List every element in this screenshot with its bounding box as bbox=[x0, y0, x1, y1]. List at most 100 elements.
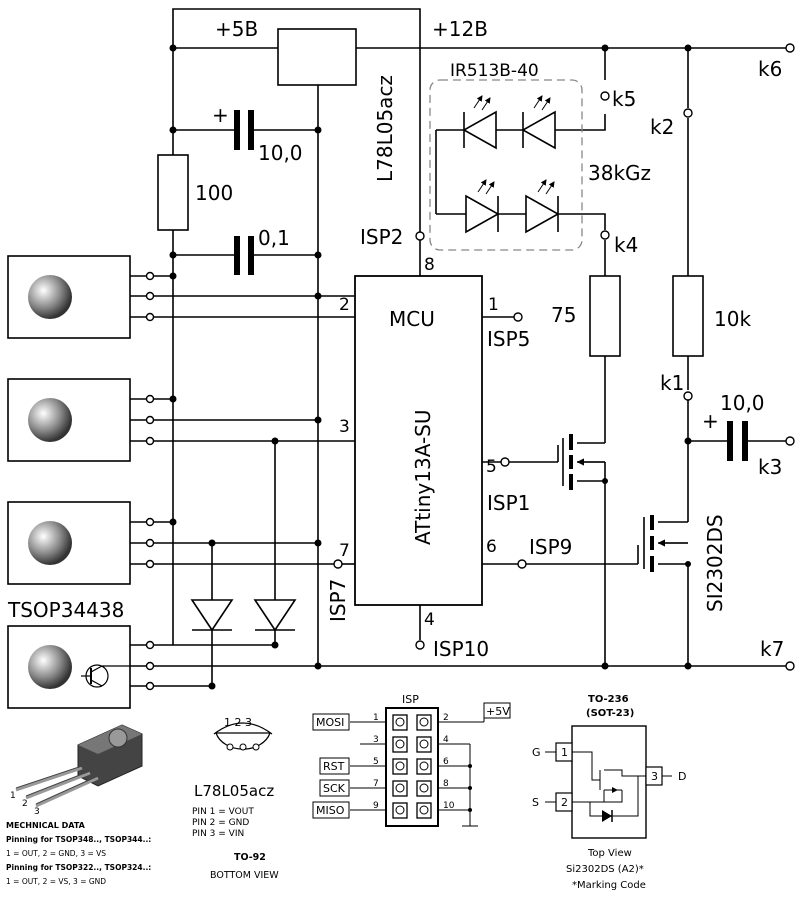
label-mcu: MCU bbox=[389, 307, 435, 331]
label-k7: k7 bbox=[760, 637, 784, 661]
isp-right-10: 10 bbox=[443, 801, 455, 811]
label-r3: 10k bbox=[714, 307, 751, 331]
mosfet-gates bbox=[562, 438, 645, 569]
isp-right-6: 6 bbox=[443, 757, 449, 767]
sot23-s: S bbox=[532, 796, 539, 809]
diodes bbox=[190, 599, 297, 632]
isp-rst: RST bbox=[323, 760, 345, 773]
mech-title: MECHNICAL DATA bbox=[6, 821, 86, 830]
label-k3: k3 bbox=[758, 455, 782, 479]
label-c3: 10,0 bbox=[720, 391, 765, 415]
pin-1: 1 bbox=[488, 295, 499, 315]
sot23-pin1: 1 bbox=[561, 746, 568, 759]
mech-pin-1: 1 bbox=[10, 791, 16, 801]
mcu-box bbox=[354, 275, 483, 606]
pin-5: 5 bbox=[486, 457, 497, 477]
pin-6: 6 bbox=[486, 537, 497, 557]
label-c2: 0,1 bbox=[258, 226, 290, 250]
label-isp9: ISP9 bbox=[529, 535, 572, 559]
sot23-title2: (SOT-23) bbox=[586, 708, 634, 719]
isp-left-3: 3 bbox=[373, 735, 379, 745]
sot23-view: Top View bbox=[587, 848, 632, 859]
sot23-pin2: 2 bbox=[561, 796, 568, 809]
pin-8: 8 bbox=[424, 255, 435, 275]
tsop-package bbox=[15, 724, 143, 808]
label-k1: k1 bbox=[660, 371, 684, 395]
resistor-100 bbox=[157, 154, 189, 231]
label-isp7: ISP7 bbox=[326, 579, 350, 622]
label-v5: +5В bbox=[215, 17, 258, 41]
label-mcu-part: ATtiny13A-SU bbox=[411, 410, 435, 546]
mech-line4: 1 = OUT, 2 = VS, 3 = GND bbox=[6, 877, 106, 886]
label-c1: 10,0 bbox=[258, 141, 303, 165]
mech-pin-2: 2 bbox=[22, 799, 28, 809]
isp-right-8: 8 bbox=[443, 779, 449, 789]
isp-right-2: 2 bbox=[443, 713, 449, 723]
isp-right-4: 4 bbox=[443, 735, 449, 745]
label-r1: 100 bbox=[195, 181, 233, 205]
isp-left-9: 9 bbox=[373, 801, 379, 811]
label-isp1: ISP1 bbox=[487, 491, 530, 515]
to92-view: BOTTOM VIEW bbox=[210, 870, 279, 881]
terminals bbox=[145, 43, 795, 691]
emitter-box bbox=[429, 79, 583, 251]
isp-left-5: 5 bbox=[373, 757, 379, 767]
to92-pin1: PIN 1 = VOUT bbox=[192, 807, 254, 817]
sot23-pin3: 3 bbox=[651, 770, 658, 783]
isp-header-title: ISP bbox=[402, 693, 419, 706]
label-r2: 75 bbox=[551, 303, 576, 327]
regulator-box bbox=[277, 28, 357, 86]
leds bbox=[462, 110, 580, 234]
label-freq: 38kGz bbox=[588, 161, 651, 185]
isp-left-1: 1 bbox=[373, 713, 379, 723]
to92-pin3: PIN 3 = VIN bbox=[192, 829, 244, 839]
capacitors bbox=[234, 110, 748, 461]
to92-name: L78L05acz bbox=[194, 782, 274, 800]
resistor-10k bbox=[672, 275, 704, 357]
isp-left-7: 7 bbox=[373, 779, 379, 789]
mech-line2: 1 = OUT, 2 = GND, 3 = VS bbox=[6, 849, 106, 858]
mosfet-channels bbox=[569, 434, 654, 572]
to92-pin2: PIN 2 = GND bbox=[192, 818, 249, 828]
isp-miso: MISO bbox=[316, 804, 345, 817]
isp-header bbox=[312, 702, 511, 827]
label-v12: +12В bbox=[432, 17, 488, 41]
label-k4: k4 bbox=[614, 233, 638, 257]
to92-pin-nums: 1 2 3 bbox=[224, 716, 252, 729]
mech-line1: Pinning for TSOP348.., TSOP344..: bbox=[6, 835, 151, 844]
led-rays bbox=[473, 95, 555, 195]
label-isp2: ISP2 bbox=[360, 225, 403, 249]
label-k2: k2 bbox=[650, 115, 674, 139]
sot23-note: *Marking Code bbox=[572, 880, 646, 891]
sot23-title1: TO-236 bbox=[588, 694, 629, 705]
label-regulator: L78L05acz bbox=[373, 75, 397, 182]
sot23-part: Si2302DS (A2)* bbox=[566, 864, 644, 875]
label-emitter: IR513B-40 bbox=[450, 61, 539, 81]
sot23-d: D bbox=[678, 770, 686, 783]
resistor-75 bbox=[589, 275, 621, 357]
label-sensor: TSOP34438 bbox=[7, 598, 124, 622]
isp-v5: +5V bbox=[486, 705, 510, 718]
sot23-package bbox=[545, 725, 672, 839]
to92-package-label: TO-92 bbox=[234, 852, 266, 863]
label-k5: k5 bbox=[612, 87, 636, 111]
pin-3: 3 bbox=[339, 417, 350, 437]
label-isp10: ISP10 bbox=[433, 637, 489, 661]
label-isp5: ISP5 bbox=[487, 327, 530, 351]
plus-c3: + bbox=[702, 409, 719, 433]
sot23-g: G bbox=[532, 746, 541, 759]
pin-2: 2 bbox=[339, 295, 350, 315]
isp-mosi: MOSI bbox=[316, 716, 344, 729]
isp-sck: SCK bbox=[323, 782, 346, 795]
pin-7: 7 bbox=[339, 541, 350, 561]
sensors bbox=[7, 255, 131, 709]
junctions bbox=[169, 44, 692, 690]
wires bbox=[130, 8, 790, 687]
pin-4: 4 bbox=[424, 610, 435, 630]
label-mosfet: SI2302DS bbox=[703, 514, 727, 612]
mech-line3: Pinning for TSOP322.., TSOP324..: bbox=[6, 863, 151, 872]
plus-c1: + bbox=[212, 103, 229, 127]
mosfet-arrows bbox=[576, 458, 688, 547]
mech-pin-3: 3 bbox=[34, 807, 40, 817]
